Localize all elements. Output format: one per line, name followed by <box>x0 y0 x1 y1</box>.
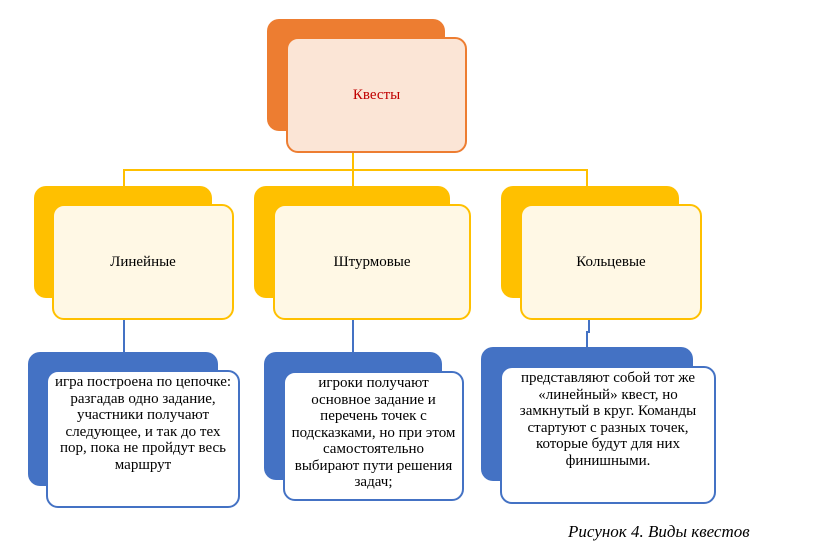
desc-connector-ring-low <box>586 331 588 347</box>
horizontal-connector <box>123 169 588 171</box>
category-label: Штурмовые <box>333 253 411 270</box>
figure-caption: Рисунок 4. Виды квестов <box>568 522 750 541</box>
desc-connector-storm <box>352 318 354 352</box>
root-label: Квесты <box>352 86 401 103</box>
desc-connector-ring-step <box>586 331 590 333</box>
description-storm: игроки получают основное задание и переч… <box>283 371 464 501</box>
description-linear: игра построена по цепочке: разгадав одно… <box>46 370 240 508</box>
description-text: игроки получают основное задание и переч… <box>291 375 456 490</box>
drop-connector-ring <box>586 169 588 187</box>
drop-connector-linear <box>123 169 125 187</box>
category-linear: Линейные <box>52 204 234 320</box>
description-text: представляют собой тот же «линейный» кве… <box>519 370 697 469</box>
desc-connector-ring <box>588 320 590 332</box>
root-connector <box>352 151 354 171</box>
category-storm: Штурмовые <box>273 204 471 320</box>
category-label: Линейные <box>110 253 176 270</box>
description-ring: представляют собой тот же «линейный» кве… <box>500 366 716 504</box>
desc-connector-linear <box>123 318 125 352</box>
category-ring: Кольцевые <box>520 204 702 320</box>
description-text: игра построена по цепочке: разгадав одно… <box>54 374 232 473</box>
category-label: Кольцевые <box>576 253 646 270</box>
drop-connector-storm <box>352 169 354 187</box>
root-node: Квесты <box>286 37 467 153</box>
